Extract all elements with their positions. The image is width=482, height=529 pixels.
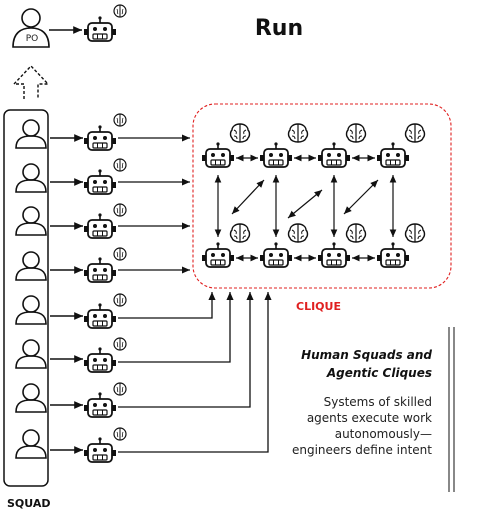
clique-agent-brain-icon [404, 123, 426, 143]
info-divider [448, 327, 455, 492]
product-owner-person-icon [12, 8, 50, 48]
peer-link-arrow [343, 179, 379, 215]
product-owner-label: PO [25, 34, 39, 44]
squad-agent-brain-icon [113, 427, 127, 441]
squad-agent-brain-icon [113, 247, 127, 261]
squad-agent-robot-icon [83, 346, 117, 373]
squad-person-icon [15, 339, 47, 369]
peer-link-arrow [287, 189, 323, 219]
clique-agent-brain-icon [345, 223, 367, 243]
clique-agent-brain-icon [287, 123, 309, 143]
squad-agent-brain-icon [113, 203, 127, 217]
squad-container [3, 109, 49, 487]
info-heading: Human Squads and Agentic Cliques [301, 348, 432, 380]
squad-person-icon [15, 251, 47, 281]
clique-agent-robot-icon [201, 141, 235, 168]
po-agent-brain-icon [113, 4, 127, 18]
escalation-up-arrow [12, 64, 50, 99]
clique-agent-robot-icon [317, 241, 351, 268]
squad-person-icon [15, 163, 47, 193]
squad-person-icon [15, 295, 47, 325]
squad-agent-brain-icon [113, 382, 127, 396]
squad-agent-brain-icon [113, 113, 127, 127]
clique-agent-robot-icon [376, 241, 410, 268]
page-title: Run [254, 16, 304, 41]
clique-agent-robot-icon [317, 141, 351, 168]
agent-to-clique-arrow [118, 292, 216, 319]
squad-agent-robot-icon [83, 168, 117, 195]
clique-agent-robot-icon [259, 241, 293, 268]
clique-agent-brain-icon [345, 123, 367, 143]
squad-person-icon [15, 206, 47, 236]
squad-person-icon [15, 383, 47, 413]
clique-agent-brain-icon [287, 223, 309, 243]
squad-agent-robot-icon [83, 256, 117, 283]
clique-agent-brain-icon [229, 123, 251, 143]
clique-container [192, 103, 452, 289]
squad-agent-robot-icon [83, 302, 117, 329]
clique-agent-robot-icon [201, 241, 235, 268]
squad-agent-robot-icon [83, 391, 117, 418]
squad-person-icon [15, 119, 47, 149]
squad-agent-robot-icon [83, 436, 117, 463]
clique-agent-robot-icon [376, 141, 410, 168]
clique-agent-brain-icon [404, 223, 426, 243]
squad-agent-brain-icon [113, 293, 127, 307]
clique-agent-brain-icon [229, 223, 251, 243]
squad-person-icon [15, 429, 47, 459]
squad-label: SQUAD [7, 497, 51, 510]
peer-link-arrow [231, 179, 265, 215]
agent-to-clique-arrow [118, 292, 272, 453]
agent-to-clique-arrow [118, 292, 234, 363]
squad-agent-robot-icon [83, 124, 117, 151]
info-description: Systems of skilled agents execute work a… [291, 395, 432, 457]
squad-agent-robot-icon [83, 212, 117, 239]
agent-to-clique-arrow [118, 292, 254, 408]
clique-label: CLIQUE [296, 300, 341, 313]
squad-agent-brain-icon [113, 337, 127, 351]
clique-agent-robot-icon [259, 141, 293, 168]
squad-agent-brain-icon [113, 158, 127, 172]
po-agent-robot-icon [83, 15, 117, 42]
